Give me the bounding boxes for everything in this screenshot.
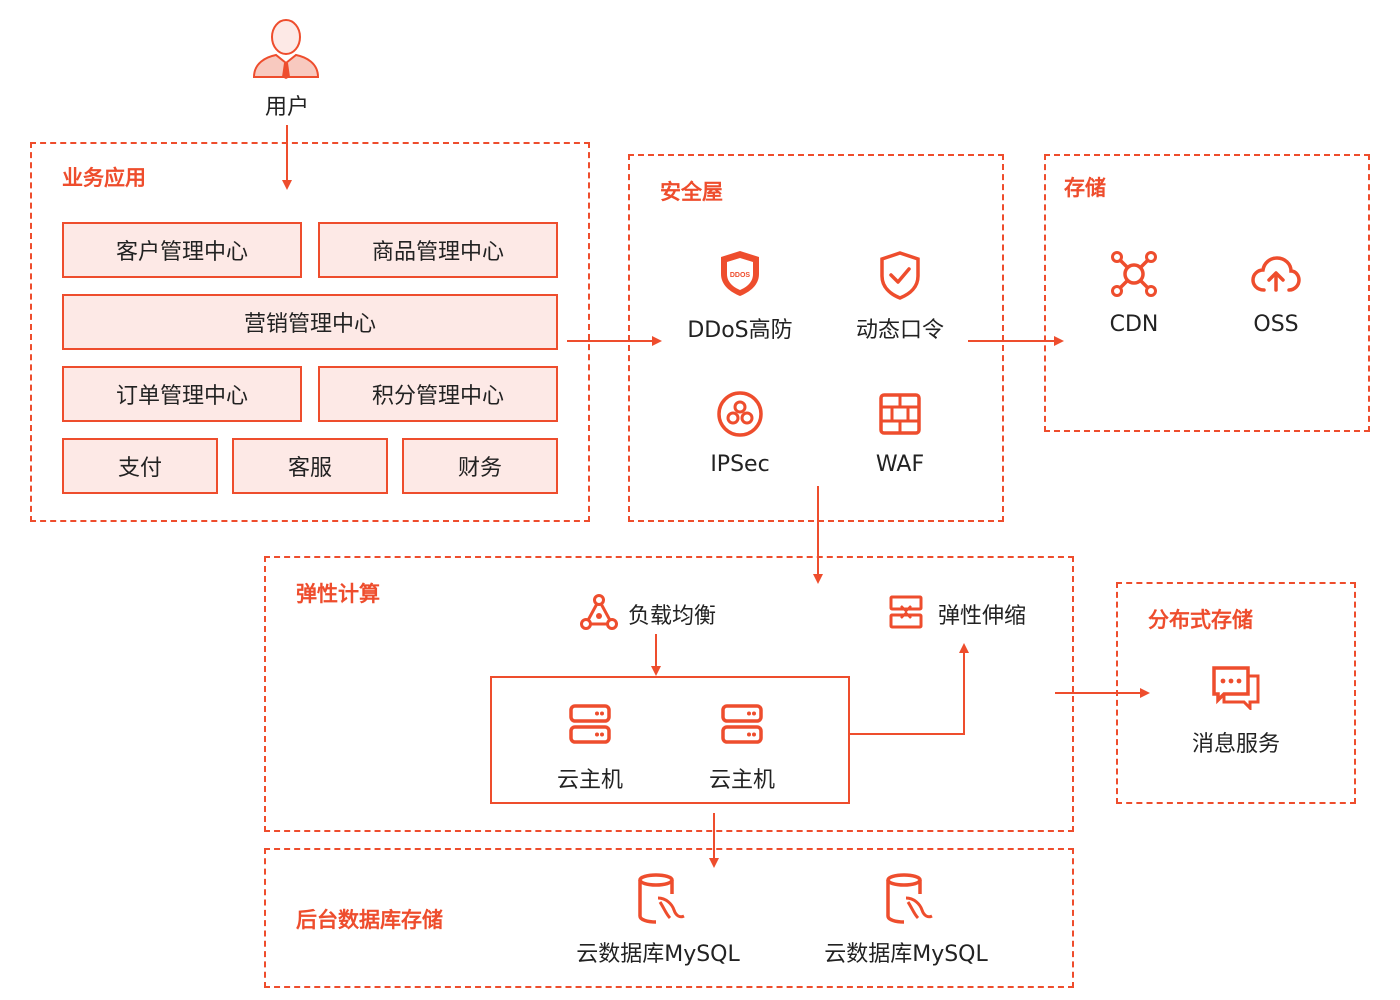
host-label-2: 云主机 [708, 768, 775, 793]
load-balancer-icon [580, 594, 618, 634]
mysql-db-icon [884, 872, 934, 928]
ddos-badge-text: DDOS [730, 272, 751, 279]
load-balancer-label: 负载均衡 [628, 604, 717, 629]
ddos-shield-icon: DDOS [716, 248, 764, 302]
ddos-label: DDoS高防 [687, 318, 793, 343]
database-region [264, 848, 1074, 988]
arrow-hosts-to-autoscale [850, 643, 969, 735]
distributed-storage-title: 分布式存储 [1148, 608, 1253, 632]
autoscale-icon [888, 594, 924, 634]
module-customer-service[interactable]: 客服 [232, 438, 388, 494]
module-finance[interactable]: 财务 [402, 438, 558, 494]
cdn-network-icon [1110, 250, 1158, 302]
ipsec-label: IPSec [710, 452, 770, 477]
module-customer-center[interactable]: 客户管理中心 [62, 222, 302, 278]
mysql-label-2: 云数据库MySQL [824, 942, 988, 967]
server-icon [568, 703, 612, 749]
security-region [628, 154, 1004, 522]
module-marketing-center[interactable]: 营销管理中心 [62, 294, 558, 350]
host-label-1: 云主机 [556, 768, 623, 793]
user-avatar-icon [250, 17, 322, 83]
cloud-upload-icon [1250, 254, 1302, 298]
module-payment[interactable]: 支付 [62, 438, 218, 494]
distributed-storage-region [1116, 582, 1356, 804]
module-product-center[interactable]: 商品管理中心 [318, 222, 558, 278]
cdn-label: CDN [1109, 312, 1159, 337]
compute-title: 弹性计算 [296, 582, 380, 606]
module-points-center[interactable]: 积分管理中心 [318, 366, 558, 422]
firewall-icon [878, 392, 922, 440]
waf-label: WAF [875, 452, 925, 477]
message-service-label: 消息服务 [1191, 732, 1280, 757]
mysql-db-icon [636, 872, 686, 928]
compute-region [264, 556, 1074, 832]
autoscale-label: 弹性伸缩 [938, 604, 1027, 629]
server-icon [720, 703, 764, 749]
message-icon [1210, 664, 1262, 714]
mysql-label-1: 云数据库MySQL [576, 942, 740, 967]
shield-check-icon [878, 250, 922, 304]
ipsec-circle-icon [716, 390, 764, 442]
module-order-center[interactable]: 订单管理中心 [62, 366, 302, 422]
user-label: 用户 [264, 95, 309, 120]
otp-label: 动态口令 [855, 318, 944, 343]
storage-title: 存储 [1064, 176, 1106, 200]
hosts-group [490, 676, 850, 804]
security-title: 安全屋 [660, 180, 723, 204]
database-title: 后台数据库存储 [296, 908, 443, 932]
storage-region [1044, 154, 1370, 432]
oss-label: OSS [1253, 312, 1299, 337]
business-apps-region [30, 142, 590, 522]
business-apps-title: 业务应用 [62, 166, 146, 190]
